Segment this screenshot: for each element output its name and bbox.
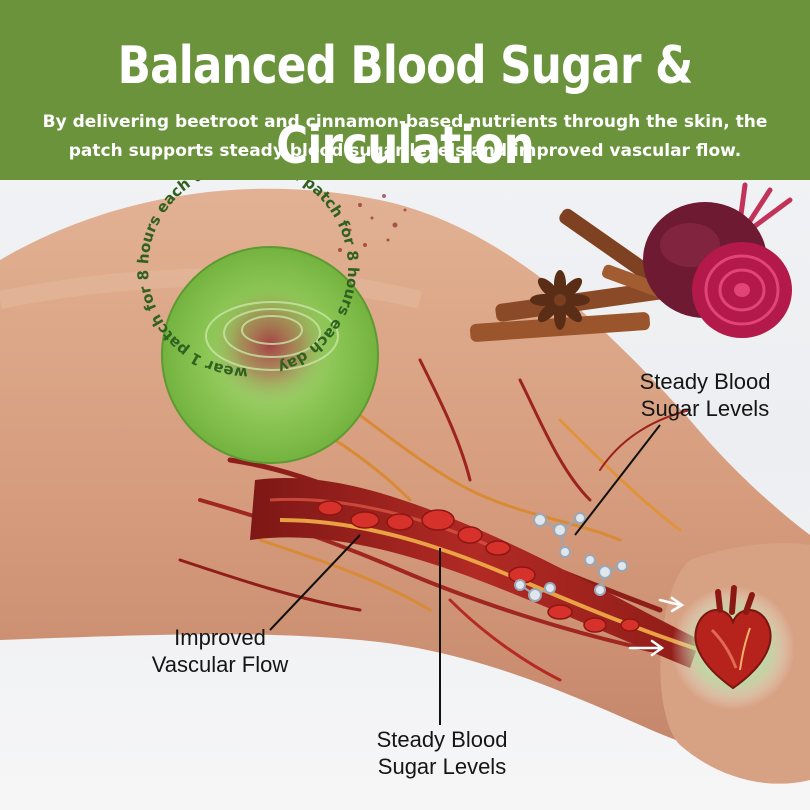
page-title: Balanced Blood Sugar & Circulation (117, 36, 694, 176)
callout-improved-vascular-flow: Improved Vascular Flow (120, 624, 320, 678)
callout-line: Improved (174, 625, 266, 650)
header-banner: Balanced Blood Sugar & Circulation By de… (0, 0, 810, 180)
glucose-molecules (514, 512, 628, 602)
callout-line: Sugar Levels (377, 754, 507, 779)
callout-line: Sugar Levels (640, 396, 770, 421)
callout-line: Steady Blood (639, 369, 771, 394)
heart-icon (694, 585, 772, 690)
callout-steady-blood-sugar-bottom: Steady Blood Sugar Levels (352, 726, 532, 780)
red-blood-cells (317, 500, 640, 633)
callout-steady-blood-sugar-top: Steady Blood Sugar Levels (610, 368, 800, 422)
callout-lines (269, 424, 661, 725)
beetroot (643, 182, 793, 338)
callout-line: Steady Blood (376, 727, 508, 752)
page-subtitle: By delivering beetroot and cinnamon-base… (42, 112, 768, 161)
flow-arrows (628, 596, 685, 657)
callout-line: Vascular Flow (151, 652, 289, 677)
arm-illustration: wear 1 patch for 8 hours each day • wear… (0, 180, 810, 784)
star-anise (530, 270, 590, 330)
